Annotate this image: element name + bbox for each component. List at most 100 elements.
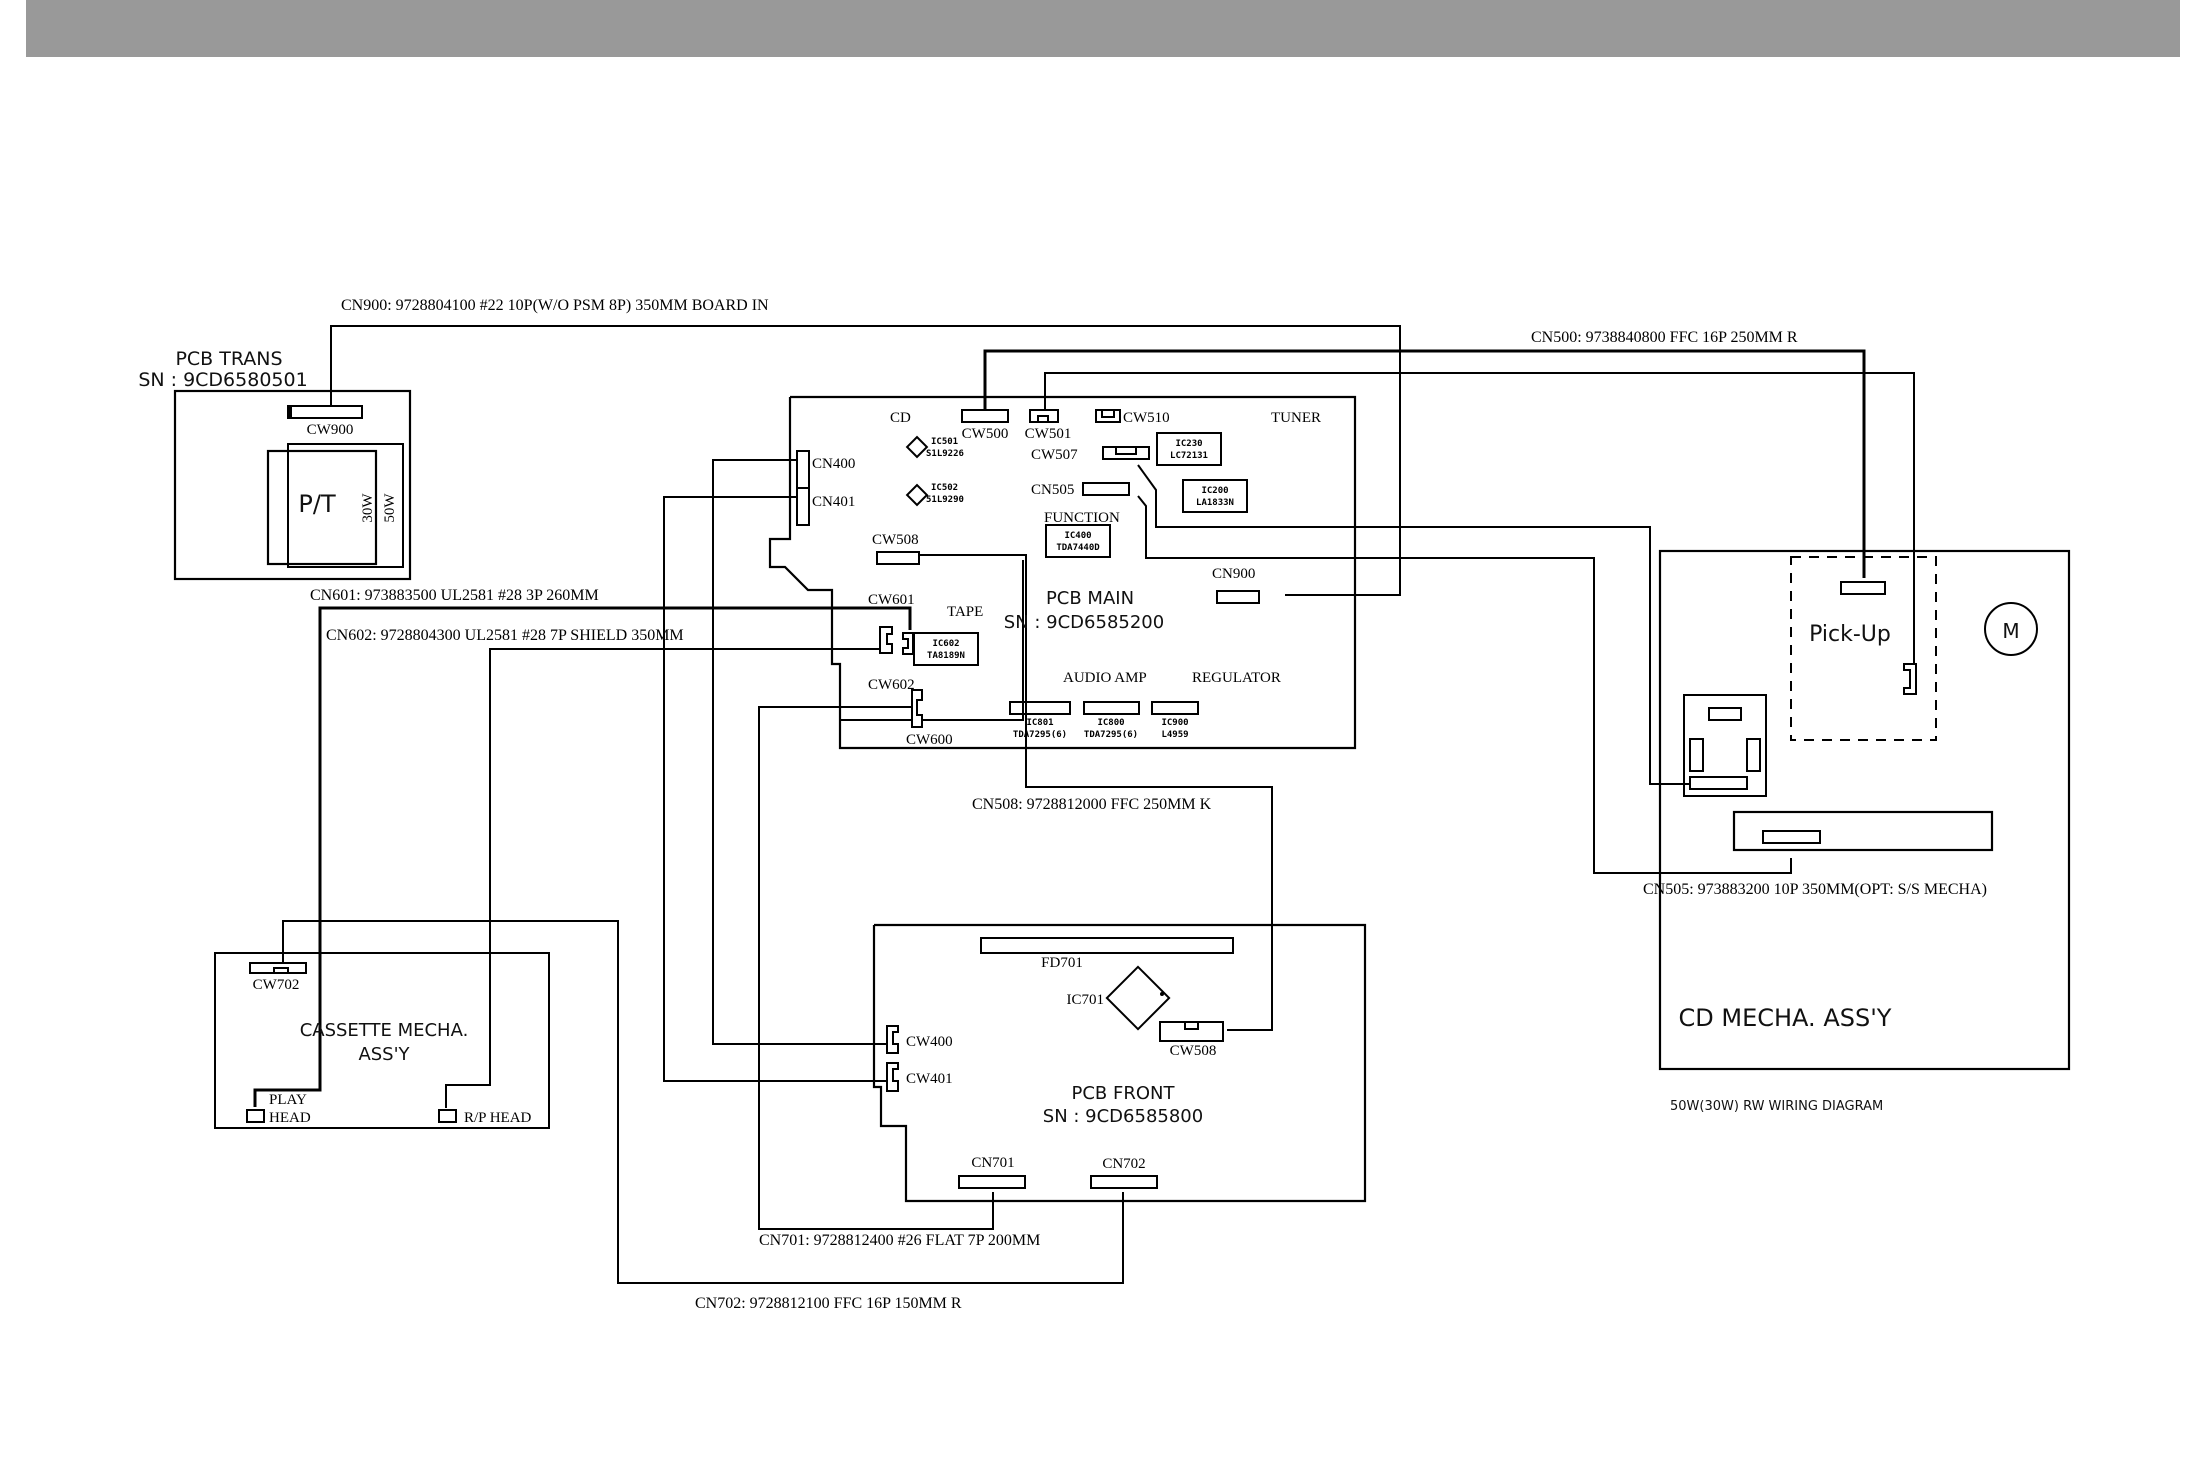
ic501-ref: IC501 (931, 437, 958, 447)
cw600-label: CW600 (906, 732, 953, 748)
cn702-label: CN702 (1102, 1156, 1145, 1172)
cw510-connector (1095, 409, 1121, 423)
ic400-ref: IC400 (1064, 531, 1091, 541)
ic800-chip (1083, 701, 1140, 715)
ic900-part: L4959 (1161, 730, 1188, 740)
ic230-ref: IC230 (1175, 439, 1202, 449)
ic701-chip (1105, 965, 1171, 1031)
cw507-connector (1102, 446, 1150, 460)
wire-cn401 (663, 496, 891, 1082)
pcb-trans-board (173, 389, 412, 581)
wire-cn900 (330, 325, 1401, 596)
cable-cn508-label: CN508: 9728812000 FFC 250MM K (972, 796, 1212, 813)
cn900-main-label: CN900 (1212, 566, 1255, 582)
cw508-main-connector (876, 551, 920, 565)
wire-cn500 (983, 349, 1866, 578)
cd-mecha-title: CD MECHA. ASS'Y (1679, 1004, 1892, 1032)
pcb-main-sn: SN : 9CD6585200 (1004, 612, 1164, 633)
cd-mecha-servo-board (1732, 810, 1994, 852)
cn701-label: CN701 (971, 1155, 1014, 1171)
ic701-pin1-mark (1160, 992, 1164, 996)
ic801-part: TDA7295(6) (1013, 730, 1067, 740)
ic502-chip (905, 483, 929, 507)
ic900-chip (1151, 701, 1199, 715)
cw508-main-label: CW508 (872, 532, 919, 548)
cw507-label: CW507 (1031, 447, 1078, 463)
ic200-chip (1182, 479, 1248, 513)
cable-cn505-label: CN505: 973883200 10P 350MM(OPT: S/S MECH… (1643, 881, 1987, 898)
cw401-label: CW401 (906, 1071, 953, 1087)
variant-30w-label: 30W (360, 493, 376, 523)
cn505-label: CN505 (1031, 482, 1074, 498)
ic200-ref: IC200 (1201, 486, 1228, 496)
pcb-trans-sn: SN : 9CD6580501 (138, 369, 307, 391)
cable-cn900-label: CN900: 9728804100 #22 10P(W/O PSM 8P) 35… (341, 297, 769, 314)
pickup-side-connector (1903, 663, 1917, 695)
loader-connector-top (1708, 707, 1742, 721)
cw501-label: CW501 (1025, 426, 1072, 442)
pickup-area (1790, 556, 1937, 741)
wire-cn601 (253, 606, 912, 1107)
cw400-label: CW400 (906, 1034, 953, 1050)
cw508-front-label: CW508 (1170, 1043, 1217, 1059)
ic501-chip (905, 435, 929, 459)
motor-label: M (2002, 619, 2019, 643)
ic502-ref: IC502 (931, 483, 958, 493)
transformer-30w-outline (266, 449, 378, 566)
wire-cw501 (1044, 372, 1915, 670)
cn401-label: CN401 (812, 494, 855, 510)
ic502-part: 51L9290 (926, 495, 964, 505)
pcb-front-board (872, 923, 1367, 1203)
fd701-label: FD701 (1041, 955, 1083, 971)
cn400-label: CN400 (812, 456, 855, 472)
ic230-part: LC72131 (1170, 451, 1208, 461)
cw401-connector (886, 1062, 899, 1092)
cassette-mecha-title-line2: ASS'Y (358, 1044, 410, 1065)
ic400-part: TDA7440D (1056, 543, 1100, 553)
pcb-main-board (768, 395, 1357, 750)
servo-connector (1762, 830, 1821, 844)
cw900-connector (287, 405, 363, 419)
cd-mecha: Pick-Up M CD MECHA. ASS'Y (1658, 549, 2071, 1071)
diagram-caption: 50W(30W) RW WIRING DIAGRAM (1670, 1099, 1883, 1114)
pcb-main: CD TUNER FUNCTION TAPE AUDIO AMP REGULAT… (768, 395, 1357, 750)
cw600-connector (911, 689, 923, 728)
cw400-connector (886, 1025, 899, 1054)
variant-50w-label: 50W (382, 493, 398, 523)
cable-cn701-label: CN701: 9728812400 #26 FLAT 7P 200MM (759, 1232, 1040, 1249)
play-head (246, 1109, 265, 1123)
ic501-part: S1L9226 (926, 449, 964, 459)
cable-cn602-label: CN602: 9728804300 UL2581 #28 7P SHIELD 3… (326, 627, 684, 644)
ic230-chip (1156, 432, 1222, 466)
cw510-label: CW510 (1123, 410, 1170, 426)
section-audio-amp-label: AUDIO AMP (1063, 670, 1147, 686)
cw602-connector (879, 626, 893, 654)
cw500-label: CW500 (962, 426, 1009, 442)
cn505-connector (1082, 482, 1130, 496)
cn400-connector (796, 450, 810, 489)
transformer-50w-outline (287, 443, 404, 568)
cw702-connector (249, 962, 307, 974)
cn701-connector (958, 1175, 1026, 1189)
section-regulator-label: REGULATOR (1192, 670, 1281, 686)
wire-cn508 (916, 554, 1273, 1031)
section-tape-label: TAPE (947, 604, 983, 620)
transformer-label: P/T (298, 490, 336, 518)
rp-head-label: R/P HEAD (464, 1110, 532, 1126)
cable-cn500-label: CN500: 9738840800 FFC 16P 250MM R (1531, 329, 1798, 346)
section-function-label: FUNCTION (1044, 510, 1120, 526)
ic602-chip (913, 632, 979, 666)
ic400-chip (1045, 524, 1111, 558)
play-head-label-line2: HEAD (269, 1110, 311, 1126)
pcb-front: FD701 IC701 CW508 CW400 CW401 CN701 CN70… (872, 923, 1367, 1203)
loader-connector-right (1746, 738, 1761, 772)
cn900-main-connector (1216, 590, 1260, 604)
pcb-trans: PCB TRANS SN : 9CD6580501 CW900 P/T 30W … (138, 348, 412, 581)
cn702-connector (1090, 1175, 1158, 1189)
pcb-front-sn: SN : 9CD6585800 (1043, 1106, 1203, 1127)
wire-cn400 (712, 459, 891, 1045)
pcb-front-title: PCB FRONT (1072, 1083, 1176, 1104)
wire-cn701 (758, 706, 994, 1230)
cw602-label: CW602 (868, 677, 915, 693)
